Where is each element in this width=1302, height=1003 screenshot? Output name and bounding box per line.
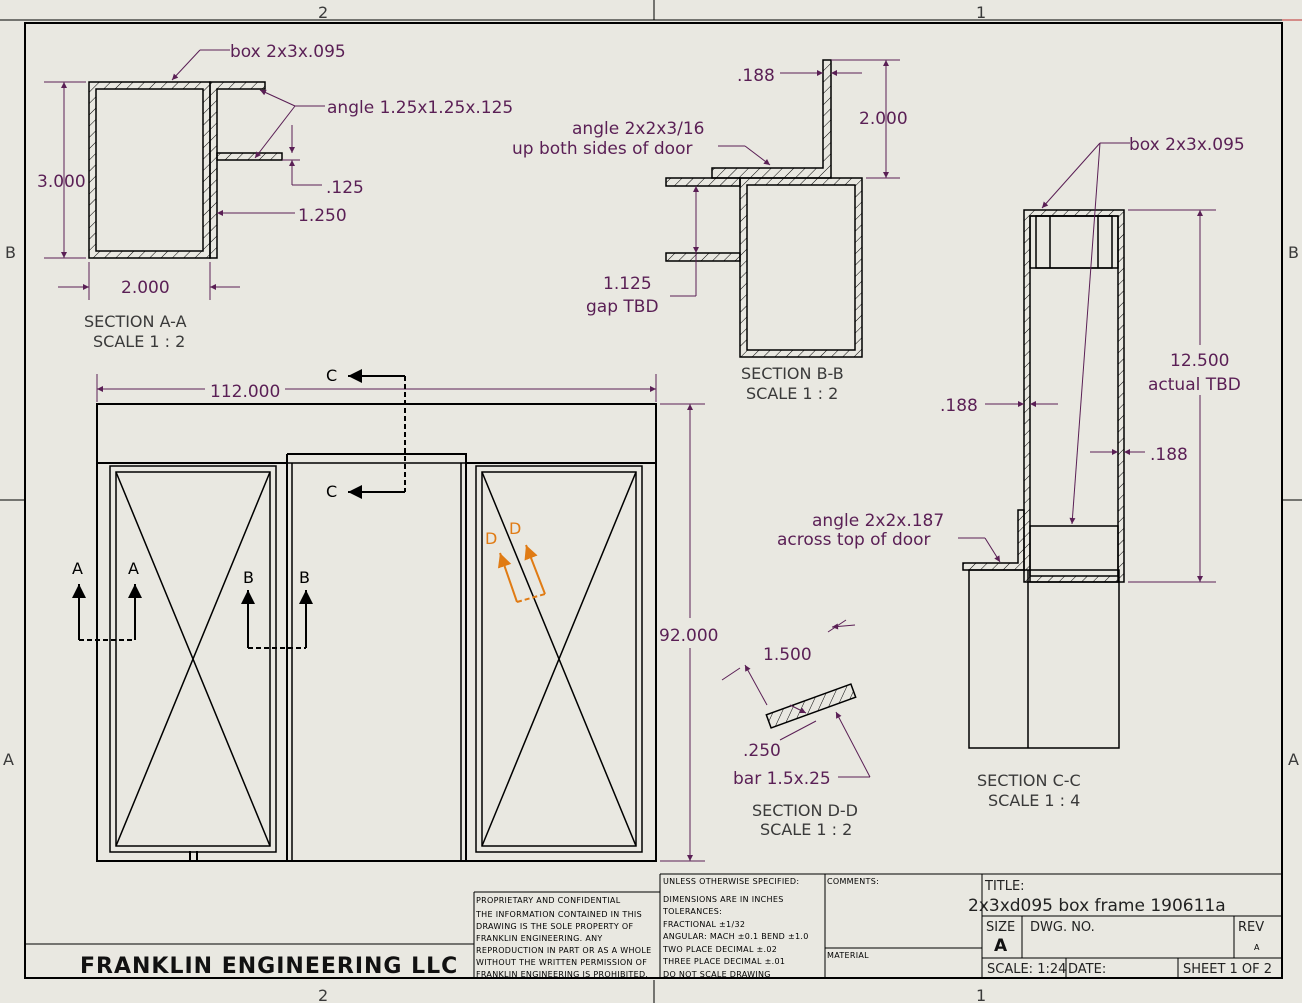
dd-section-scale: SCALE 1 : 2 bbox=[760, 820, 852, 839]
zone-label-b-left: B bbox=[5, 243, 16, 262]
scale-text: SCALE: 1:24 bbox=[987, 962, 1066, 977]
aa-leg-dim: 1.250 bbox=[298, 206, 347, 226]
aa-box-callout: box 2x3x.095 bbox=[230, 42, 346, 62]
section-dd-view: 1.500 .250 bar 1.5x.25 SECTION D-D SCALE… bbox=[721, 619, 871, 839]
proprietary-line: REPRODUCTION IN PART OR AS A WHOLE bbox=[476, 946, 652, 955]
title-label: TITLE: bbox=[984, 879, 1025, 894]
tolerance-line: DO NOT SCALE DRAWING bbox=[663, 970, 771, 979]
cut-c-top-label: C bbox=[326, 366, 337, 385]
proprietary-line: PROPRIETARY AND CONFIDENTIAL bbox=[476, 896, 621, 905]
cut-d-left-label: D bbox=[485, 529, 497, 548]
zone-label-a-right: A bbox=[1288, 750, 1299, 769]
dd-bar-callout: bar 1.5x.25 bbox=[733, 769, 831, 789]
date-label: DATE: bbox=[1068, 962, 1106, 977]
section-aa-view: box 2x3x.095 angle 1.25x1.25x.125 3.000 … bbox=[37, 42, 513, 351]
bb-height-dim: 2.000 bbox=[859, 109, 908, 129]
proprietary-line: FRANKLIN ENGINEERING IS PROHIBITED. bbox=[476, 970, 648, 979]
aa-height-dim: 3.000 bbox=[37, 172, 86, 192]
cut-a-left-label: A bbox=[72, 559, 83, 578]
rev-label: REV bbox=[1238, 920, 1264, 935]
cc-angle-callout-line2: across top of door bbox=[777, 530, 931, 550]
front-view: 112.000 92.000 C C A A B B bbox=[72, 366, 718, 862]
dd-thickness-dim: .250 bbox=[743, 741, 781, 761]
tolerance-notes: UNLESS OTHERWISE SPECIFIED: DIMENSIONS A… bbox=[662, 877, 809, 979]
section-bb-view: .188 2.000 angle 2x2x3/16 up both sides … bbox=[512, 59, 908, 403]
company-name: FRANKLIN ENGINEERING LLC bbox=[80, 954, 458, 979]
proprietary-line: DRAWING IS THE SOLE PROPERTY OF bbox=[476, 922, 633, 931]
dwg-no-label: DWG. NO. bbox=[1030, 920, 1095, 935]
cut-a-right-label: A bbox=[128, 559, 139, 578]
cut-b-left-label: B bbox=[243, 568, 254, 587]
proprietary-line: FRANKLIN ENGINEERING. ANY bbox=[476, 934, 603, 943]
material-label: MATERIAL bbox=[827, 951, 869, 960]
cc-height-dim: 12.500 bbox=[1170, 351, 1229, 371]
bb-gap-note: gap TBD bbox=[586, 297, 659, 317]
front-width-dim: 112.000 bbox=[210, 382, 280, 402]
zone-label-a-left: A bbox=[3, 750, 14, 769]
tolerance-line: THREE PLACE DECIMAL ±.01 bbox=[662, 957, 785, 966]
aa-thickness-dim: .125 bbox=[326, 178, 364, 198]
proprietary-notice: PROPRIETARY AND CONFIDENTIAL THE INFORMA… bbox=[475, 896, 652, 979]
proprietary-line: THE INFORMATION CONTAINED IN THIS bbox=[475, 910, 642, 919]
bb-gap-dim: 1.125 bbox=[603, 274, 652, 294]
cut-b-right-label: B bbox=[299, 568, 310, 587]
bb-thickness-dim: .188 bbox=[737, 66, 775, 86]
cc-angle-callout-line1: angle 2x2x.187 bbox=[812, 511, 944, 531]
zone-label-b-right: B bbox=[1288, 243, 1299, 262]
front-height-dim: 92.000 bbox=[659, 626, 718, 646]
rev-value: A bbox=[1254, 943, 1260, 952]
section-cc-view: box 2x3x.095 12.500 actual TBD .188 .188… bbox=[777, 135, 1245, 810]
bb-angle-callout-line1: angle 2x2x3/16 bbox=[572, 119, 705, 139]
zone-label-top-right: 1 bbox=[976, 3, 986, 22]
tolerance-line: FRACTIONAL ±1/32 bbox=[663, 920, 745, 929]
title-block bbox=[25, 873, 1282, 978]
proprietary-line: WITHOUT THE WRITTEN PERMISSION OF bbox=[476, 958, 647, 967]
tolerance-line: UNLESS OTHERWISE SPECIFIED: bbox=[663, 877, 799, 886]
zone-label-bottom-right: 1 bbox=[976, 986, 986, 1003]
cc-height-note: actual TBD bbox=[1148, 375, 1241, 395]
comments-label: COMMENTS: bbox=[827, 877, 879, 886]
tolerance-line: TWO PLACE DECIMAL ±.02 bbox=[662, 945, 777, 954]
dd-width-dim: 1.500 bbox=[763, 645, 812, 665]
tolerance-line: DIMENSIONS ARE IN INCHES bbox=[663, 895, 784, 904]
cc-section-scale: SCALE 1 : 4 bbox=[988, 791, 1080, 810]
aa-width-dim: 2.000 bbox=[121, 278, 170, 298]
bb-section-scale: SCALE 1 : 2 bbox=[746, 384, 838, 403]
bb-angle-callout-line2: up both sides of door bbox=[512, 139, 692, 159]
cut-c-bottom-label: C bbox=[326, 482, 337, 501]
aa-angle-callout: angle 1.25x1.25x.125 bbox=[327, 98, 513, 118]
zone-label-bottom-left: 2 bbox=[318, 986, 328, 1003]
dd-section-title: SECTION D-D bbox=[752, 801, 858, 820]
cc-thickness-right-dim: .188 bbox=[1150, 445, 1188, 465]
cut-d-right-label: D bbox=[509, 519, 521, 538]
tolerance-line: ANGULAR: MACH ±0.1 BEND ±1.0 bbox=[663, 932, 809, 941]
size-label: SIZE bbox=[986, 920, 1015, 935]
sheet-number: SHEET 1 OF 2 bbox=[1183, 962, 1272, 977]
aa-section-scale: SCALE 1 : 2 bbox=[93, 332, 185, 351]
tolerance-line: TOLERANCES: bbox=[662, 907, 722, 916]
bb-section-title: SECTION B-B bbox=[741, 364, 844, 383]
cc-section-title: SECTION C-C bbox=[977, 771, 1081, 790]
size-value: A bbox=[994, 936, 1008, 956]
aa-section-title: SECTION A-A bbox=[84, 312, 187, 331]
zone-label-top-left: 2 bbox=[318, 3, 328, 22]
drawing-title: 2x3xd095 box frame 190611a bbox=[968, 896, 1226, 916]
cc-thickness-left-dim: .188 bbox=[940, 396, 978, 416]
cc-box-callout: box 2x3x.095 bbox=[1129, 135, 1245, 155]
